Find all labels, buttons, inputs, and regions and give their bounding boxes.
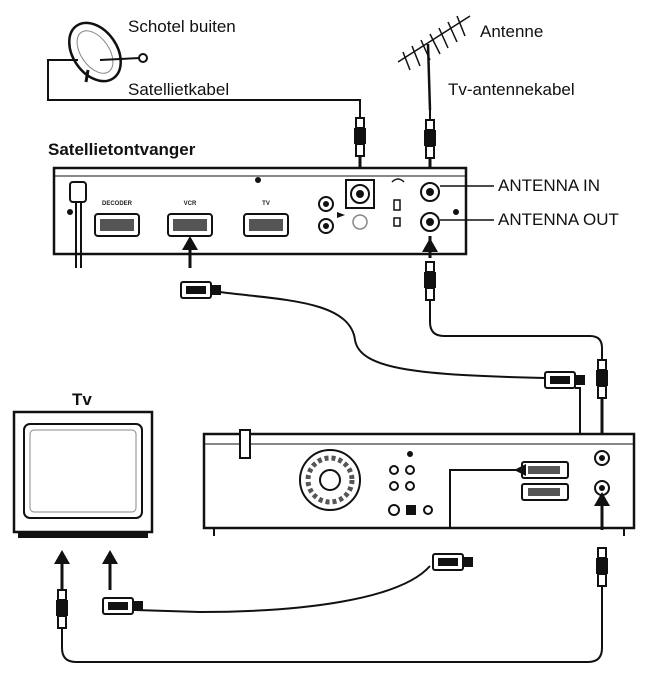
vcr-antenna-in-port[interactable] [594,450,610,466]
tv-antenna-cable-label: Tv-antennekabel [448,80,575,99]
receiver-label: Satellietontvanger [48,140,196,159]
vcr-antenna-in-plug [595,359,609,399]
vcr [202,429,636,536]
antenna-in-label: ANTENNA IN [498,176,601,195]
satellite-cable [47,59,361,120]
antenna-out-plug [423,261,437,301]
antenna-cable-vcr-tv [61,586,603,663]
receiver-satellite-in-port[interactable] [345,179,375,209]
vcr-scart-plug-vcr-end [544,371,586,389]
tv-antenna-cable-plug [423,119,437,159]
vcr-scart-port-2[interactable] [521,483,569,501]
receiver-decoder-port[interactable]: DECODER [94,201,140,237]
receiver-vcr-port[interactable]: VCR [167,201,213,237]
receiver-tv-port[interactable]: TV [243,201,289,237]
tv-scart-plug-vcr-end [432,553,474,571]
svg-text:DECODER: DECODER [102,201,133,207]
receiver-antenna-in-port[interactable] [420,182,440,202]
television [12,410,154,538]
antenna-cable-receiver-vcr [429,300,603,360]
vcr-antenna-out-plug [595,547,609,587]
vcr-scart-port-1[interactable] [521,461,569,479]
tv-antenna-plug [55,589,69,629]
antenna-out-label: ANTENNA OUT [498,210,619,229]
dish-label: Schotel buiten [128,17,236,36]
satellite-dish-icon [68,21,148,83]
vcr-scart-plug-receiver-end [180,281,222,299]
satellite-receiver: DECODER VCR TV [52,166,468,268]
satellite-cable-label: Satellietkabel [128,80,230,99]
satellite-cable-plug [353,117,367,157]
scart-cable-vcr-tv [134,565,431,614]
antenna-label: Antenne [480,22,544,41]
scart-cable-receiver-vcr [219,291,546,379]
receiver-antenna-out-port[interactable] [420,212,440,232]
tv-scart-plug-tv-end [102,597,144,615]
tv-label: Tv [72,390,92,409]
svg-text:VCR: VCR [184,201,197,207]
tv-antenna-icon [397,15,471,111]
svg-text:TV: TV [262,201,270,207]
